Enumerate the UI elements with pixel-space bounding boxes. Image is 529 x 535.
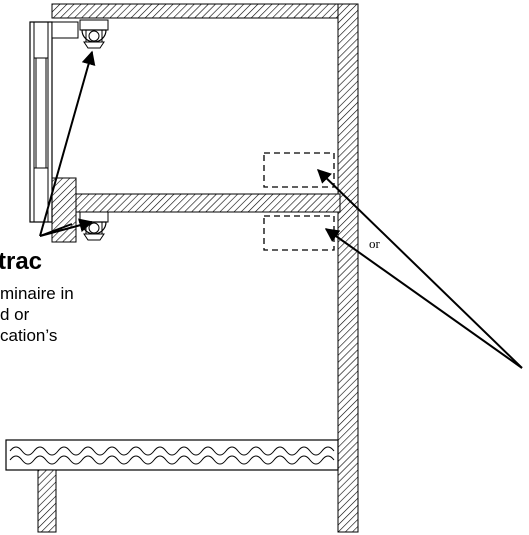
description-line-1: minaire in [0,284,74,303]
roof-slab [51,3,359,19]
description-line-2: d or [0,305,30,324]
dashed-box-upper [263,152,335,188]
product-name-label: trac [0,248,43,275]
or-label: or [369,236,380,251]
window-frame [29,21,79,223]
description-line-3: cation’s [0,326,58,345]
lower-luminaire [79,211,109,241]
right-wall [337,3,359,533]
arrow-to-upper-window-frame [39,223,73,237]
upper-luminaire [79,19,109,49]
dashed-box-lower [263,215,335,251]
arrow-to-dashed-box-upper [316,169,523,369]
arrow-to-dashed-box-lower [324,228,523,369]
description-text: minaire in d or cation’s [0,283,160,346]
floor-slab [51,177,341,243]
insulated-slab [5,439,339,471]
column [37,469,57,533]
arrow-to-upper-luminaire [39,50,96,237]
